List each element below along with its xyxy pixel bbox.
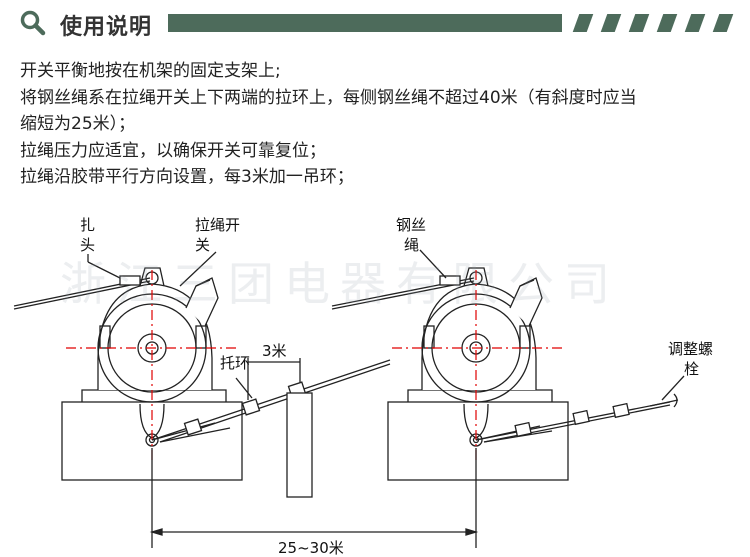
distance-label: 25~30米: [278, 539, 344, 557]
company-watermark: 浙江三团电器有限公司: [60, 257, 620, 311]
right-switch-assembly: [387, 267, 569, 481]
section-header: 使用说明: [0, 0, 750, 48]
rope-label: 绳: [404, 236, 419, 254]
bolt-label: 调整螺: [668, 340, 713, 358]
instruction-line: 拉绳压力应适宜，以确保开关可靠复位；: [20, 140, 326, 161]
bolt-label: 栓: [684, 360, 699, 378]
rope-label: 钢丝: [396, 216, 426, 234]
spacing-label: 3米: [262, 342, 287, 360]
support-post: [286, 392, 313, 498]
stripe-decoration: [656, 14, 678, 32]
knot-label: 头: [80, 236, 95, 254]
installation-diagram: 扎 头 拉绳开 关 托环 3米 钢丝 绳 调整螺 栓 25~30米: [13, 216, 713, 557]
instruction-text: 开关平衡地按在机架的固定支架上; 将钢丝绳系在拉绳开关上下两端的拉环上，每侧钢丝…: [20, 58, 745, 191]
stripe-decoration: [628, 14, 650, 32]
stripe-decoration: [684, 14, 706, 32]
instruction-line: 拉绳沿胶带平行方向设置，每3米加一吊环；: [20, 167, 354, 187]
instruction-line: 缩短为25米）；: [20, 114, 136, 134]
knot-label: 扎: [80, 216, 95, 234]
stripe-decoration: [600, 14, 622, 32]
section-title: 使用说明: [60, 15, 153, 40]
search-icon: [20, 10, 46, 36]
instruction-line: 开关平衡地按在机架的固定支架上;: [20, 61, 281, 81]
stripe-decoration: [712, 14, 734, 32]
ring-label: 托环: [220, 354, 250, 372]
switch-label: 拉绳开: [195, 216, 240, 234]
instruction-line: 将钢丝绳系在拉绳开关上下两端的拉环上，每侧钢丝绳不超过40米（有斜度时应当: [20, 87, 637, 108]
stripe-decoration: [572, 14, 594, 32]
switch-label: 关: [195, 236, 210, 254]
title-bar-decoration: [168, 14, 562, 32]
